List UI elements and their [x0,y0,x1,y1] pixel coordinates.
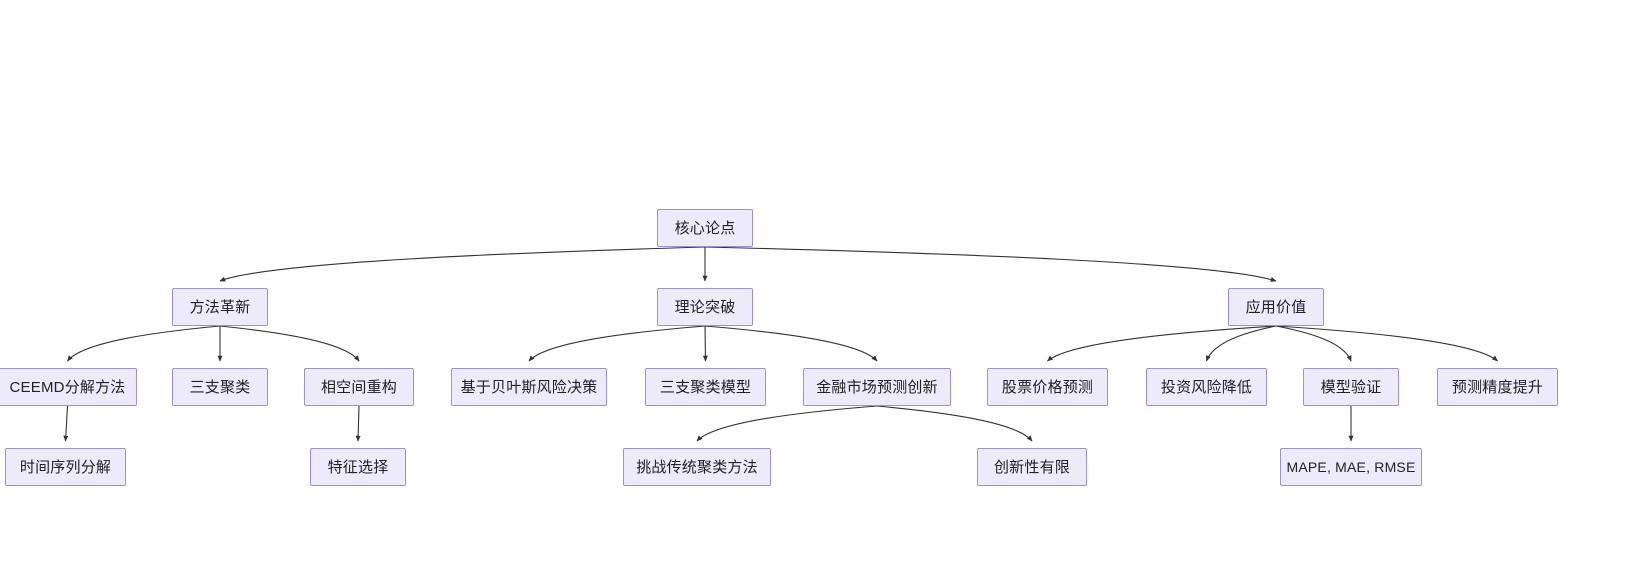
mindmap-node[interactable]: 创新性有限 [977,448,1087,486]
mindmap-node-label: CEEMD分解方法 [9,378,126,396]
edge-paths [63,246,1498,442]
mindmap-node-label: 三支聚类 [189,378,251,396]
mindmap-node[interactable]: 模型验证 [1303,368,1399,406]
mindmap-node[interactable]: 投资风险降低 [1146,368,1267,406]
mindmap-node-label: 应用价值 [1245,298,1307,316]
mindmap-node[interactable]: 三支聚类 [172,368,268,406]
mindmap-node[interactable]: 股票价格预测 [987,368,1108,406]
mindmap-edge [219,246,706,282]
mindmap-node-label: 股票价格预测 [1001,378,1094,396]
mindmap-node-label: 创新性有限 [993,458,1070,476]
mindmap-node[interactable]: 三支聚类模型 [645,368,766,406]
mindmap-edge [702,325,708,362]
mindmap-node[interactable]: 相空间重构 [304,368,414,406]
mindmap-node[interactable]: 基于贝叶斯风险决策 [451,368,607,406]
mindmap-node-label: 投资风险降低 [1160,378,1253,396]
mindmap-edge [528,325,706,362]
mindmap-node[interactable]: 理论突破 [657,288,753,326]
mindmap-edge [704,325,878,362]
mindmap-node-label: 方法革新 [189,298,251,316]
mindmap-node[interactable]: 方法革新 [172,288,268,326]
mindmap-node-label: 金融市场预测创新 [816,378,938,396]
mindmap-node[interactable]: 时间序列分解 [5,448,126,486]
mindmap-node-label: 基于贝叶斯风险决策 [460,378,598,396]
mindmap-node-label: 核心论点 [674,219,736,237]
mindmap-node[interactable]: MAPE, MAE, RMSE [1280,448,1422,486]
mindmap-edge [219,325,360,362]
mindmap-node-label: MAPE, MAE, RMSE [1286,459,1416,475]
mindmap-node[interactable]: 核心论点 [657,209,753,247]
mindmap-node[interactable]: 应用价值 [1228,288,1324,326]
mindmap-node-label: 特征选择 [327,458,389,476]
mindmap-node-label: 模型验证 [1320,378,1382,396]
mindmap-node[interactable]: 挑战传统聚类方法 [623,448,771,486]
mindmap-node-label: 三支聚类模型 [659,378,752,396]
mindmap-node[interactable]: 预测精度提升 [1437,368,1558,406]
mindmap-edge [1275,325,1498,362]
mindmap-node-label: 相空间重构 [320,378,397,396]
mindmap-edge [704,246,1277,282]
mindmap-node[interactable]: 特征选择 [310,448,406,486]
mindmap-node-label: 理论突破 [674,298,736,316]
mindmap-node[interactable]: CEEMD分解方法 [0,368,137,406]
mindmap-node[interactable]: 金融市场预测创新 [803,368,951,406]
mindmap-edge [67,325,221,362]
mindmap-node-label: 预测精度提升 [1451,378,1544,396]
mindmap-edge [355,405,361,442]
mindmap-node-label: 时间序列分解 [19,458,112,476]
mindmap-edge [876,405,1033,442]
mindmap-edge [1205,325,1277,362]
mindmap-edge [63,405,69,442]
mindmap-edge [1046,325,1277,362]
mindmap-node-label: 挑战传统聚类方法 [636,458,758,476]
mindmap-edge [696,405,878,442]
mindmap-edge [1275,325,1352,362]
